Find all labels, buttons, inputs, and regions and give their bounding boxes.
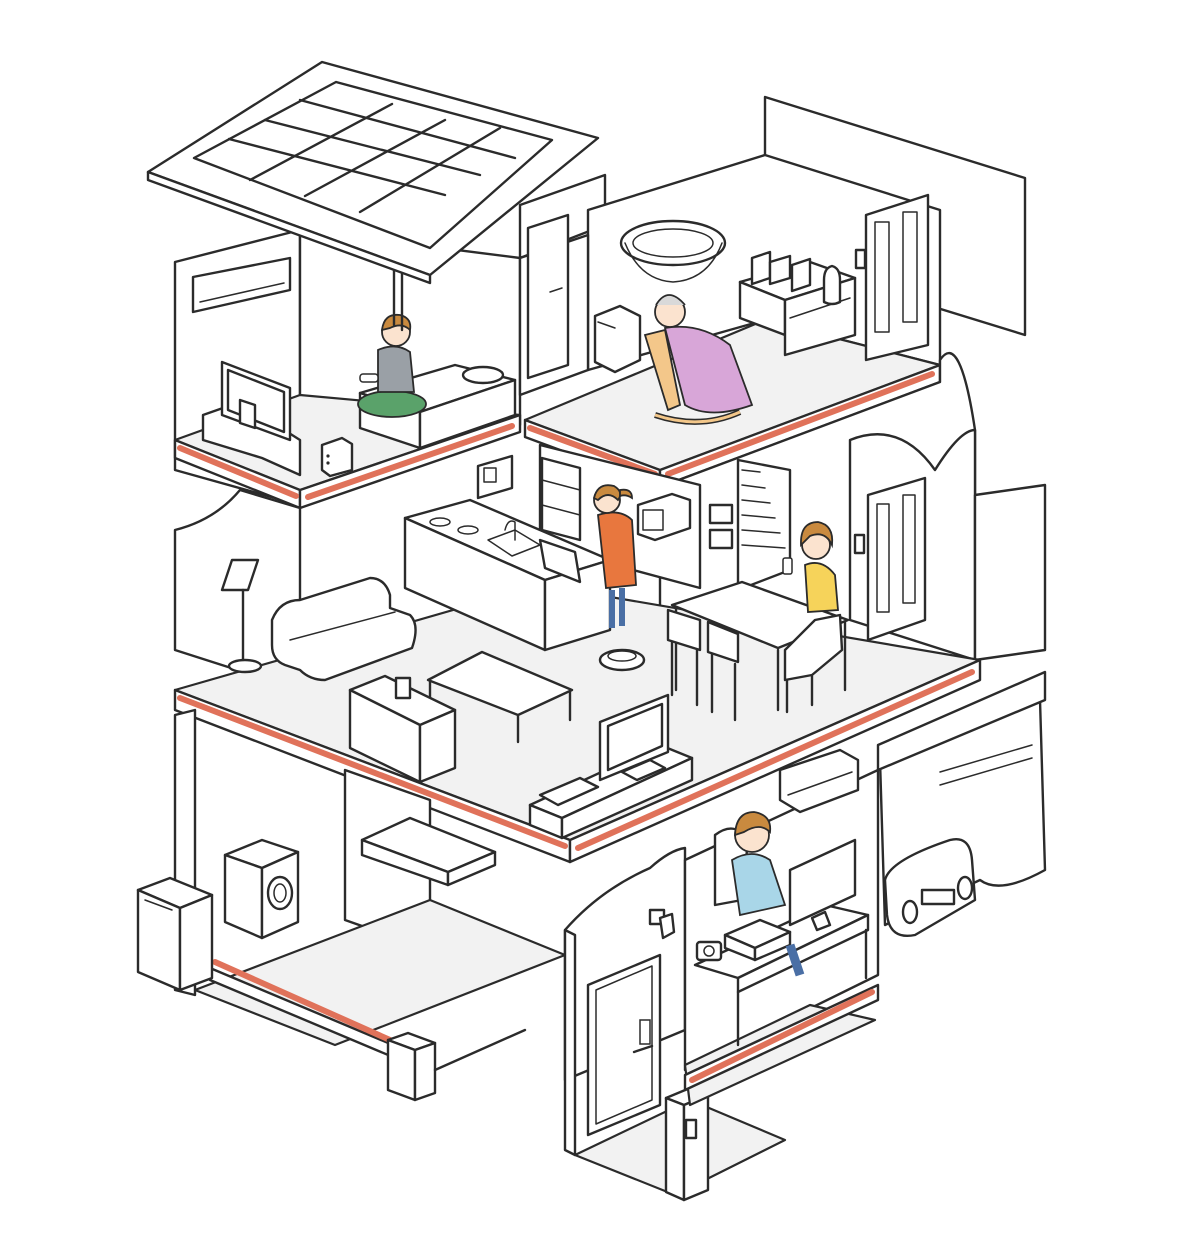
dining-chair bbox=[706, 620, 740, 722]
intercom-panel-icon bbox=[708, 503, 734, 550]
dining-chair bbox=[666, 608, 702, 707]
mom-cooking bbox=[592, 484, 637, 628]
floor-heating-strip bbox=[575, 669, 975, 851]
router-icon bbox=[320, 436, 354, 478]
air-conditioner-icon bbox=[778, 748, 860, 814]
middle-floor-ldk bbox=[173, 352, 1047, 864]
water-heater-icon bbox=[136, 876, 214, 992]
floor-heating-strip bbox=[305, 423, 515, 500]
solar-panel-icon bbox=[146, 60, 600, 332]
cabinet bbox=[348, 674, 457, 784]
upper-right-room bbox=[518, 95, 1027, 489]
intercom-panel-icon bbox=[476, 454, 514, 500]
ev-charger-icon bbox=[664, 1086, 710, 1202]
microwave-icon bbox=[636, 492, 692, 542]
man-at-computer bbox=[713, 811, 805, 977]
air-purifier-icon bbox=[593, 304, 642, 374]
smart-lock-icon bbox=[639, 1019, 651, 1045]
kid-playing-game bbox=[357, 313, 427, 418]
wall-switch-icon bbox=[854, 248, 867, 270]
sofa-icon bbox=[270, 576, 417, 682]
fridge bbox=[540, 456, 582, 542]
girl-with-smartphone bbox=[782, 521, 839, 613]
kid-pants bbox=[357, 390, 427, 418]
floor-heating-strip bbox=[527, 425, 658, 477]
hall-door bbox=[853, 476, 927, 642]
floor-heating-strip bbox=[177, 445, 299, 499]
upper-left-room bbox=[173, 228, 522, 510]
camera-icon bbox=[695, 940, 723, 962]
printer-icon bbox=[723, 918, 792, 962]
grandma-rocking-chair bbox=[643, 294, 754, 425]
air-conditioner-icon bbox=[191, 256, 292, 314]
car-icon bbox=[878, 698, 1047, 937]
television-icon bbox=[201, 360, 302, 477]
game-controller-icon bbox=[359, 373, 379, 383]
smart-speaker-icon bbox=[822, 264, 842, 306]
floor-heating-strip bbox=[689, 989, 875, 1083]
staircase bbox=[736, 458, 792, 592]
ceiling-light-icon bbox=[619, 219, 727, 283]
closet-door bbox=[864, 193, 930, 362]
floor-heating-strip bbox=[212, 959, 393, 1043]
floor-heating-strip bbox=[177, 695, 568, 849]
smartphone-icon bbox=[782, 557, 793, 575]
audio-system-icon bbox=[750, 250, 812, 293]
entrance-door bbox=[586, 953, 662, 1137]
floor-lamp-icon bbox=[220, 558, 263, 674]
power-unit-icon bbox=[386, 1031, 437, 1102]
floor-heating-strip bbox=[665, 371, 935, 477]
tablet-icon bbox=[538, 538, 582, 584]
washing-machine-icon bbox=[223, 838, 300, 940]
dining-chair bbox=[783, 613, 844, 714]
robot-vacuum-icon bbox=[598, 648, 646, 672]
computer-monitor-icon bbox=[788, 838, 857, 932]
bathtub bbox=[360, 816, 497, 887]
television-icon bbox=[598, 693, 670, 782]
ground-floor bbox=[136, 670, 1047, 1202]
security-camera-icon bbox=[648, 908, 676, 940]
